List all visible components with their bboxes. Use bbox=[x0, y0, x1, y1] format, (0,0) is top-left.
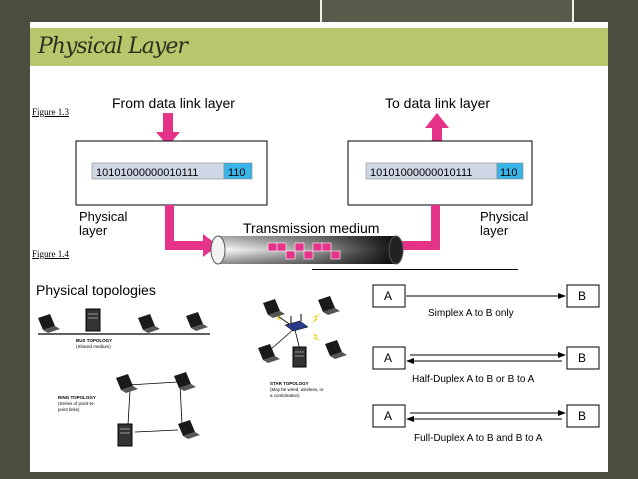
node-b-label: B bbox=[578, 409, 586, 423]
right-bit-stream: 10101000000010111 bbox=[370, 167, 472, 179]
laptop-icon bbox=[38, 314, 60, 333]
ring-links bbox=[127, 381, 183, 433]
laptop-icon bbox=[186, 312, 208, 331]
node-a-box bbox=[372, 404, 406, 428]
node-a-label: A bbox=[384, 409, 392, 423]
node-a-box bbox=[372, 284, 406, 308]
laptop-icon bbox=[325, 340, 347, 359]
server-icon bbox=[117, 423, 133, 447]
right-physical-layer-box bbox=[347, 140, 533, 206]
node-a-box bbox=[372, 346, 406, 370]
node-b-box bbox=[566, 284, 600, 308]
wireless-signal-icon bbox=[274, 313, 321, 341]
transmission-medium-label: Transmission medium bbox=[243, 220, 379, 236]
slide-title: Physical Layer bbox=[38, 34, 188, 59]
ring-topology-label: RING TOPOLOGY bbox=[58, 395, 96, 400]
bus-topology-sub: (Shared medium) bbox=[76, 344, 111, 349]
simplex-arrow-icon bbox=[406, 293, 566, 299]
node-b-box bbox=[566, 346, 600, 370]
left-physical-layer-box bbox=[75, 140, 268, 206]
star-topology-sub2: a combination) bbox=[270, 393, 300, 398]
laptop-icon bbox=[174, 372, 196, 391]
title-band bbox=[30, 28, 608, 66]
laptop-icon bbox=[258, 344, 280, 363]
node-a-label: A bbox=[384, 289, 392, 303]
right-bit-tail: 110 bbox=[500, 167, 518, 179]
figure-1-4-label: Figure 1.4 bbox=[32, 249, 69, 259]
full-duplex-label: Full-Duplex A to B and B to A bbox=[414, 433, 543, 444]
laptop-icon bbox=[318, 296, 340, 315]
left-bit-tail: 110 bbox=[228, 167, 246, 179]
transmission-medium-cylinder bbox=[210, 235, 404, 265]
left-physical-layer-label: Physical layer bbox=[79, 209, 131, 238]
bus-topology-label: BUS TOPOLOGY bbox=[76, 338, 112, 343]
connector-arrow-right bbox=[395, 205, 440, 250]
node-b-box bbox=[566, 404, 600, 428]
down-arrow-icon bbox=[156, 113, 180, 146]
hub-icon bbox=[284, 314, 309, 332]
up-arrow-icon bbox=[425, 113, 449, 149]
full-duplex-arrow-icon bbox=[406, 410, 566, 422]
topologies-heading: Physical topologies bbox=[36, 282, 156, 298]
right-physical-layer-label: Physical layer bbox=[480, 209, 532, 238]
from-data-link-caption: From data link layer bbox=[112, 95, 235, 111]
server-icon bbox=[85, 308, 101, 332]
node-b-label: B bbox=[578, 289, 586, 303]
star-topology-label: STAR TOPOLOGY bbox=[270, 381, 309, 386]
node-b-label: B bbox=[578, 351, 586, 365]
laptop-icon bbox=[263, 299, 285, 318]
laptop-icon bbox=[116, 374, 138, 393]
half-duplex-label: Half-Duplex A to B or B to A bbox=[412, 374, 535, 385]
divider-line bbox=[312, 269, 518, 270]
star-topology-sub1: (May be wired, wireless, or bbox=[270, 387, 324, 392]
node-a-label: A bbox=[384, 351, 392, 365]
figure-1-3-label: Figure 1.3 bbox=[32, 107, 69, 117]
ring-topology-sub1: (Series of point-to- bbox=[58, 401, 96, 406]
server-icon bbox=[292, 346, 307, 368]
to-data-link-caption: To data link layer bbox=[385, 95, 490, 111]
laptop-icon bbox=[138, 314, 160, 333]
connector-arrow-left bbox=[165, 205, 218, 257]
half-duplex-arrow-icon bbox=[406, 352, 566, 364]
ring-topology-sub2: point links) bbox=[58, 407, 80, 412]
left-bit-stream: 10101000000010111 bbox=[96, 167, 198, 179]
laptop-icon bbox=[178, 420, 200, 439]
simplex-label: Simplex A to B only bbox=[428, 308, 514, 319]
